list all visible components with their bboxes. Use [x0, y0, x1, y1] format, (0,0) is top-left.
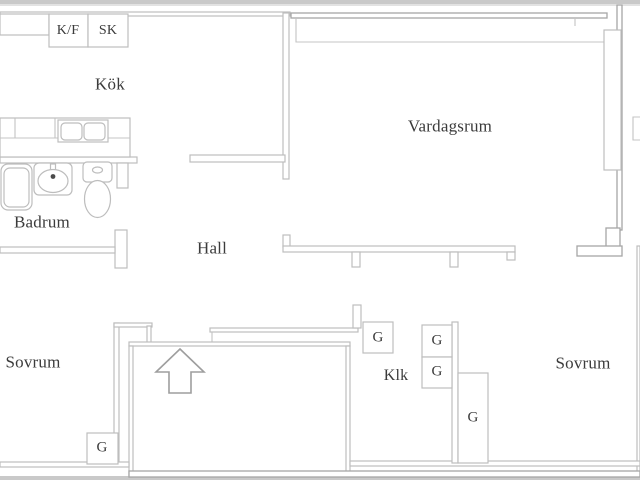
photo-border-top [0, 0, 640, 4]
room-label-hall: Hall [196, 238, 228, 258]
wardrobe-label: G [372, 329, 384, 346]
wardrobe-label: G [431, 363, 443, 380]
wardrobe-label: G [431, 332, 443, 349]
photo-border-bottom [0, 476, 640, 480]
basin-icon [33, 162, 73, 196]
room-label-klk: Klk [383, 367, 409, 384]
kitchen-sink-icon [57, 119, 109, 143]
walls-layer [0, 4, 640, 478]
kitchen-cabinets [0, 13, 129, 48]
cabinet-label-sk: SK [98, 23, 118, 38]
room-label-sovrum-left: Sovrum [5, 352, 61, 372]
wardrobe-box [421, 356, 453, 389]
room-label-vardagsrum: Vardagsrum [407, 116, 493, 136]
window [603, 29, 622, 171]
cleaning-cabinet-box [87, 13, 129, 48]
fridge-freezer-box [48, 13, 89, 48]
entrance-arrow-icon [154, 347, 206, 394]
wardrobe-box [457, 372, 489, 464]
wardrobe-label: G [467, 409, 479, 426]
wardrobe-box [362, 321, 394, 354]
wardrobe-box [86, 432, 119, 465]
wardrobe-boxes [86, 321, 489, 465]
toilet-icon [82, 161, 113, 219]
wardrobe-label: G [96, 439, 108, 456]
room-label-badrum: Badrum [14, 212, 70, 232]
room-label-kok: Kök [95, 74, 125, 94]
room-label-sovrum-right: Sovrum [555, 353, 611, 373]
bathtub-icon [0, 163, 33, 211]
cabinet-label-kf: K/F [56, 23, 80, 38]
